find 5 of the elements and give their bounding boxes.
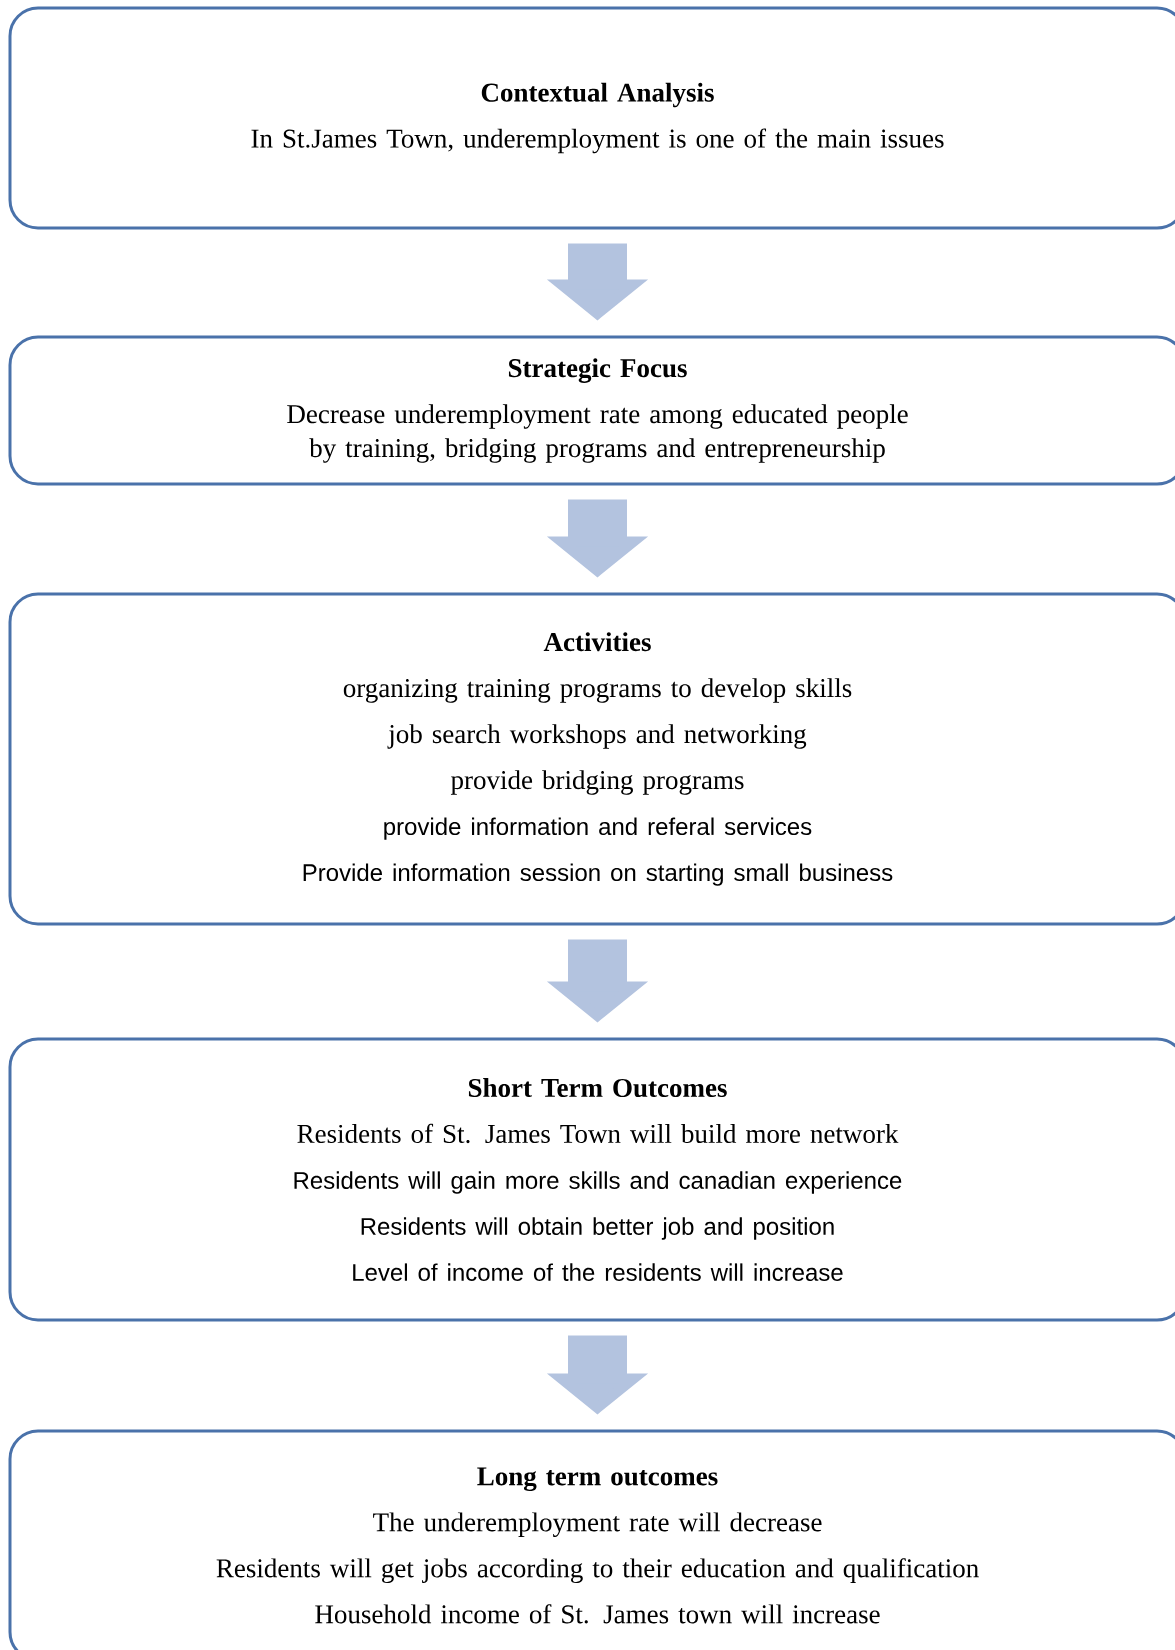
process-box: Contextual Analysis In St.James Town, underemployment is one of the main issues <box>8 6 1175 230</box>
process-box: Short Term Outcomes Residents of St. James Town will build more network Residents will gain more skills and canadian experience Residents will obtain better job and position Level of income of the residents will increase <box>8 1037 1175 1322</box>
process-box: Long term outcomes The underemployment rate will decrease Residents will get jobs according to their education and qualification Household income of St. James town will increase <box>8 1429 1175 1650</box>
process-box: Strategic Focus Decrease underemployment rate among educated people by training, bridging programs and entrepreneurship <box>8 335 1175 486</box>
process-box: Activities organizing training programs to develop skills job search workshops and networking provide bridging programs provide information and referal services Provide information session on starting small business <box>8 592 1175 926</box>
